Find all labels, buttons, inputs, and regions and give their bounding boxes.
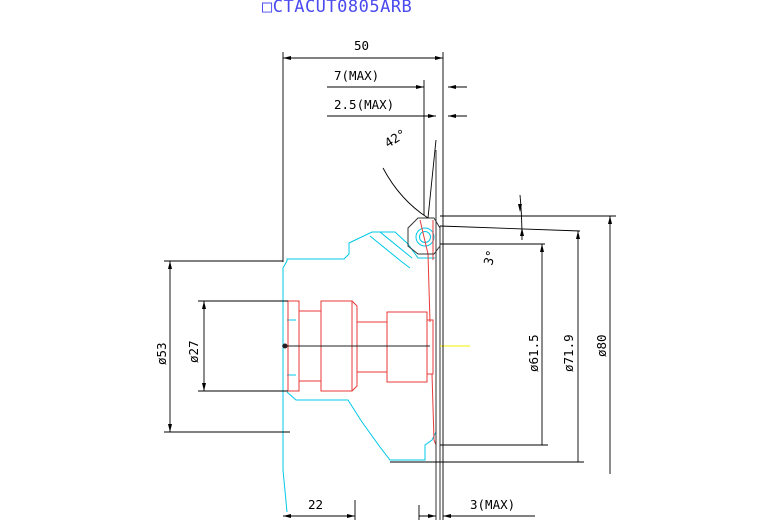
arrow — [540, 244, 544, 252]
dim-7max-label: 7(MAX) — [334, 68, 379, 83]
insert-pocket-line — [369, 235, 411, 269]
dim-719-label: ø71.9 — [561, 334, 576, 372]
arrow — [428, 514, 436, 518]
arrow — [608, 216, 612, 224]
dim-80-label: ø80 — [594, 334, 609, 357]
dim-42-arc — [382, 167, 429, 219]
dimension-labels: 50 7(MAX) 2.5(MAX) 42° 3° ø53 ø27 ø61.5 … — [154, 38, 609, 512]
dim-27-label: ø27 — [186, 340, 201, 363]
clamp-parts — [287, 219, 437, 446]
dim-42-label: 42° — [382, 126, 409, 151]
arrow — [518, 204, 522, 212]
clamp-neck — [356, 321, 388, 373]
body-top-profile — [286, 231, 435, 261]
arrow — [416, 85, 424, 89]
dim-53-label: ø53 — [154, 342, 169, 365]
arrow — [168, 424, 172, 432]
arrow — [202, 383, 206, 391]
centerline — [282, 343, 470, 349]
dim-3-ref — [439, 225, 581, 232]
dim-25max-label: 2.5(MAX) — [334, 97, 394, 112]
cutter-body-outline — [282, 227, 437, 513]
dimension-lines — [164, 52, 616, 520]
insert-edge-lower — [431, 373, 437, 446]
clamp-tip — [426, 319, 434, 375]
arrow — [520, 228, 524, 236]
arrow — [283, 514, 291, 518]
arrowheads — [168, 56, 612, 518]
insert-screw-outer — [415, 227, 435, 247]
arrow — [202, 301, 206, 309]
dim-3-label: 3° — [480, 248, 498, 266]
insert-body — [407, 150, 441, 520]
arrow — [435, 56, 443, 60]
axis-point — [282, 343, 288, 349]
body-left-face — [282, 260, 288, 513]
drawing-title: □CTACUT0805ARB — [262, 0, 413, 17]
body-lower-profile — [286, 391, 437, 461]
insert-pocket-line-2 — [379, 231, 413, 259]
arrow — [448, 85, 456, 89]
dim-50-label: 50 — [354, 38, 369, 53]
clamp-head — [386, 311, 428, 383]
dim-3max-label: 3(MAX) — [470, 497, 515, 512]
dim-42-ref — [427, 139, 437, 219]
insert-edge — [419, 219, 431, 323]
dim-615-label: ø61.5 — [526, 334, 541, 372]
dim-22-label: 22 — [308, 497, 323, 512]
arrow — [448, 114, 456, 118]
arrow — [576, 231, 580, 239]
arrow — [347, 514, 355, 518]
arrow — [168, 261, 172, 269]
arrow — [283, 56, 291, 60]
arrow — [428, 114, 436, 118]
arrow — [443, 514, 451, 518]
